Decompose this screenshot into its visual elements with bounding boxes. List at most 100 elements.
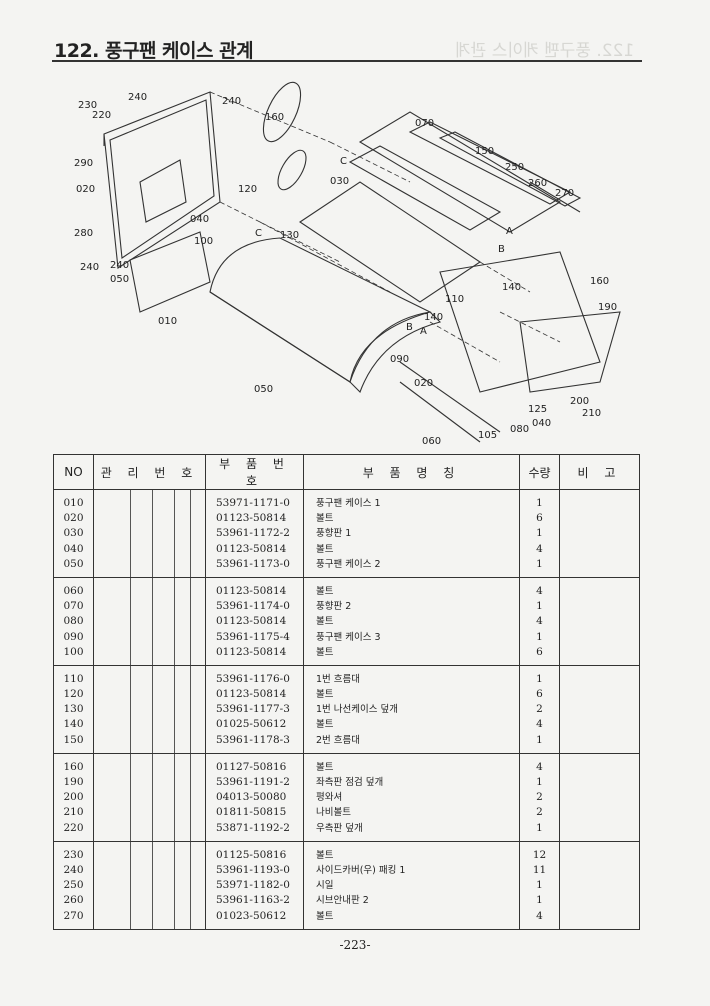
callout-label: 105 — [478, 430, 497, 441]
divider-line — [174, 753, 175, 841]
remarks-cell-column — [559, 665, 640, 754]
divider-line — [190, 841, 191, 929]
remarks-cell — [560, 821, 639, 836]
part-quantity: 4 — [536, 615, 543, 628]
table-header-row: NO 관 리 번 호 부 품 번 호 부 품 명 칭 수량 비 고 — [53, 454, 640, 490]
frame-window — [139, 159, 187, 223]
part-name: 시일 — [316, 880, 334, 892]
remarks-cell — [560, 511, 639, 526]
part-name: 나비볼트 — [316, 807, 351, 819]
remarks-cell — [560, 878, 639, 893]
part-number: 53961-1176-0 — [216, 672, 290, 685]
part-quantity: 6 — [536, 512, 543, 525]
part-number: 53871-1192-2 — [216, 821, 290, 834]
part-ref-no: 120 — [63, 688, 84, 701]
part-quantity: 1 — [536, 733, 543, 746]
part-number: 53971-1171-0 — [216, 497, 290, 509]
callout-label: 100 — [194, 236, 213, 247]
divider-line — [152, 665, 153, 753]
part-name: 볼트 — [316, 910, 334, 922]
callout-label: 130 — [280, 230, 299, 241]
callout-label: 020 — [76, 184, 95, 195]
remarks-cell — [560, 760, 639, 775]
remarks-cell-column — [559, 577, 640, 666]
callout-label: 280 — [74, 228, 93, 239]
callout-label: 040 — [190, 214, 209, 225]
part-name: 우측판 덮개 — [316, 822, 363, 834]
inspection-cover — [519, 311, 621, 393]
part-number: 01123-50814 — [216, 615, 287, 628]
part-quantity: 1 — [536, 821, 543, 834]
remarks-cell — [560, 584, 639, 599]
part-ref-no: 030 — [63, 527, 84, 540]
remarks-cell — [560, 702, 639, 717]
management-no-dividers — [94, 841, 205, 929]
part-quantity: 1 — [536, 879, 543, 892]
part-number: 04013-50080 — [216, 791, 287, 804]
callout-label: 060 — [422, 436, 441, 447]
part-ref-no: 110 — [63, 672, 84, 685]
callout-label: 260 — [528, 178, 547, 189]
chassis-frame — [439, 251, 601, 393]
callout-label: 110 — [445, 294, 464, 305]
callout-label: 240 — [222, 96, 241, 107]
flow-guide-2 — [408, 121, 572, 205]
part-ref-no: 210 — [63, 806, 84, 819]
part-quantity: 4 — [536, 909, 543, 922]
part-name: 볼트 — [316, 513, 334, 525]
part-ref-no: 020 — [63, 512, 84, 525]
callout-label: 270 — [555, 188, 574, 199]
part-ref-no: 270 — [63, 909, 84, 922]
part-name: 시브안내판 2 — [316, 895, 369, 907]
management-no-dividers — [94, 665, 205, 753]
part-quantity: 11 — [532, 863, 547, 876]
callout-label: 040 — [532, 418, 551, 429]
remarks-cell — [560, 848, 639, 863]
part-number: 01023-50612 — [216, 909, 287, 922]
remarks-cell — [560, 775, 639, 790]
divider-line — [174, 490, 175, 577]
part-name: 풍향판 1 — [316, 528, 352, 540]
part-number: 53961-1175-4 — [216, 630, 290, 643]
callout-label: 090 — [390, 354, 409, 365]
part-ref-no: 100 — [63, 645, 84, 658]
remarks-cell — [560, 630, 639, 645]
title-rule — [52, 60, 642, 62]
part-number: 01123-50814 — [216, 645, 287, 658]
deflector-plate-2 — [348, 145, 502, 231]
part-name: 풍구팬 케이스 3 — [316, 631, 381, 643]
callout-label: 140 — [502, 282, 521, 293]
part-number: 01811-50815 — [216, 806, 287, 819]
callout-label: 070 — [415, 118, 434, 129]
remarks-cell — [560, 863, 639, 878]
remarks-cell — [560, 805, 639, 820]
part-name: 볼트 — [316, 646, 334, 658]
callout-labels: 230 220 240 240 160 290 020 280 240 240 … — [74, 92, 617, 447]
part-name: 1번 흐름대 — [316, 673, 361, 685]
part-quantity: 4 — [536, 584, 543, 597]
part-number: 01123-50814 — [216, 688, 287, 701]
divider-line — [190, 577, 191, 665]
remarks-cell — [560, 672, 639, 687]
part-quantity: 1 — [536, 557, 543, 570]
part-ref-no: 240 — [63, 863, 84, 876]
diagram-drawing — [103, 81, 621, 443]
part-ref-no: 070 — [63, 600, 84, 613]
management-no-cell-column — [93, 489, 206, 578]
part-name: 좌측판 점검 덮개 — [316, 777, 384, 788]
remarks-cell — [560, 687, 639, 702]
remarks-cell — [560, 733, 639, 748]
deflector-plate-1 — [299, 181, 481, 303]
remarks-cell — [560, 542, 639, 557]
management-no-cell-column — [93, 665, 206, 754]
remarks-cell — [560, 614, 639, 629]
callout-label: 050 — [254, 384, 273, 395]
remarks-cell — [560, 717, 639, 732]
